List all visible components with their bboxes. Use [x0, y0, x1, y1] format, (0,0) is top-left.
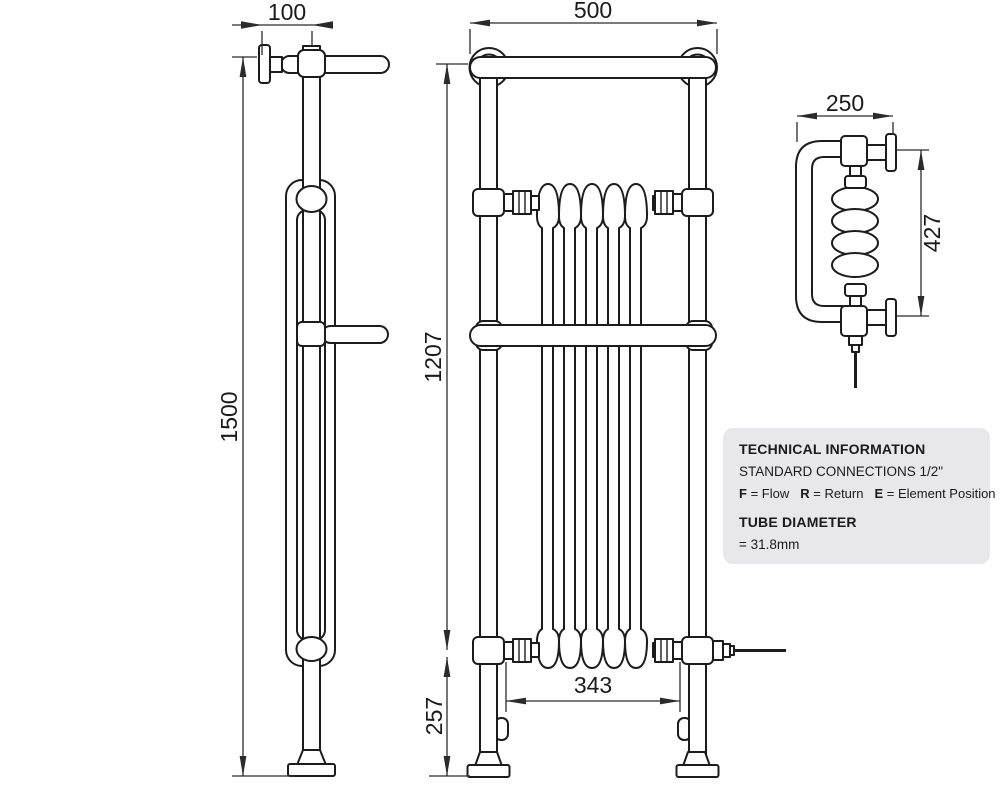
rail-tee-joint: [297, 49, 326, 78]
tee-collar-right: [681, 188, 714, 217]
wall-bracket-stem: [269, 56, 283, 73]
connector: [530, 195, 540, 211]
legend-value: = Element Position: [886, 486, 996, 501]
wall-stay-flange: [885, 298, 897, 337]
bottom-ball-joint: [295, 636, 328, 662]
dim-label-1207: 1207: [420, 331, 446, 382]
foot-flare: [474, 751, 503, 767]
top-rail-front: [469, 56, 717, 79]
towel-bar-side: [321, 325, 389, 344]
arrowhead: [241, 21, 262, 29]
side-view: 100 1500: [216, 0, 390, 777]
tee-bottom: [840, 305, 868, 337]
towel-rail-plan: [795, 140, 844, 323]
dim-wall-offset: 100: [232, 0, 333, 55]
tee-collar-left: [472, 636, 505, 665]
dim-label-500: 500: [574, 0, 612, 23]
tee-collar-right: [681, 636, 714, 665]
radiator-section: [831, 186, 879, 212]
wall-stay: [865, 309, 888, 326]
foot-plate: [466, 764, 511, 778]
step-fitting: [503, 641, 514, 660]
top-ball-joint: [295, 185, 328, 213]
dim-depth: 250: [796, 90, 894, 142]
wall-bracket-flange: [258, 44, 271, 84]
step-fitting: [672, 641, 683, 660]
legend-flow: F = Flow: [739, 486, 789, 501]
union-nut: [654, 638, 674, 663]
element-gland: [848, 335, 863, 346]
dim-label-100: 100: [268, 0, 306, 25]
info-legend: F = Flow R = Return E = Element Position: [739, 486, 996, 501]
radiator-column: [558, 183, 582, 669]
dim-label-250: 250: [826, 90, 864, 116]
dim-overall-width: 500: [469, 0, 718, 54]
radiator-column: [536, 183, 560, 669]
step-fitting: [672, 193, 683, 212]
union-nut: [512, 190, 532, 215]
info-tube-heading: TUBE DIAMETER: [739, 514, 857, 530]
wall-stay-flange: [885, 133, 897, 172]
legend-element: E = Element Position: [874, 486, 995, 501]
info-connections: STANDARD CONNECTIONS 1/2": [739, 464, 944, 479]
legend-value: = Return: [813, 486, 864, 501]
towel-bar-fitting: [296, 321, 326, 347]
stem: [849, 295, 862, 307]
element-gland: [712, 640, 724, 661]
union-nut: [512, 638, 532, 663]
dim-overall-height: 1500: [216, 56, 295, 777]
front-view: 500 1207 257 343: [420, 0, 786, 778]
legend-key: F: [739, 486, 747, 501]
radiator-column: [602, 183, 626, 669]
dim-label-343: 343: [574, 672, 612, 698]
dim-label-257: 257: [421, 697, 447, 735]
foot-flare: [296, 749, 327, 766]
tee-collar-left: [472, 188, 505, 217]
dim-rail-centre-height: 1207: [420, 63, 468, 650]
element-gland: [851, 344, 860, 353]
info-title: TECHNICAL INFORMATION: [739, 441, 926, 457]
arrowhead: [312, 21, 333, 29]
dim-tapping-centres: 343: [505, 662, 681, 712]
radiator-section: [831, 252, 879, 278]
union-nut: [654, 190, 674, 215]
element-gland: [729, 645, 735, 656]
stem: [849, 165, 862, 177]
legend-key: R: [800, 486, 810, 501]
bottom-connections: [472, 636, 786, 665]
dim-label-1500: 1500: [216, 391, 242, 442]
dim-base-height: 257: [421, 657, 470, 777]
element-gland: [722, 643, 731, 658]
radiator-column: [624, 183, 648, 669]
towel-bar-front: [469, 324, 717, 347]
connector: [530, 642, 540, 658]
legend-key: E: [874, 486, 884, 501]
radiator-column: [580, 183, 604, 669]
foot-plate: [287, 763, 336, 777]
dim-label-427: 427: [919, 214, 945, 252]
union-disc: [844, 175, 867, 189]
top-view: 250 427: [795, 90, 945, 388]
info-tube-value: = 31.8mm: [739, 537, 800, 552]
foot-plate: [675, 764, 720, 778]
dim-bracket-centres: 427: [897, 149, 945, 317]
top-connections: [472, 188, 714, 217]
union-disc: [844, 283, 867, 297]
radiator-section: [831, 208, 879, 234]
wall-stay: [865, 144, 888, 161]
legend-value: = Flow: [750, 486, 790, 501]
radiator-section: [831, 230, 879, 256]
technical-info-panel: TECHNICAL INFORMATION STANDARD CONNECTIO…: [723, 428, 996, 564]
step-fitting: [503, 193, 514, 212]
legend-return: R = Return: [800, 486, 863, 501]
foot-flare: [682, 751, 711, 767]
tee-top: [840, 135, 868, 167]
